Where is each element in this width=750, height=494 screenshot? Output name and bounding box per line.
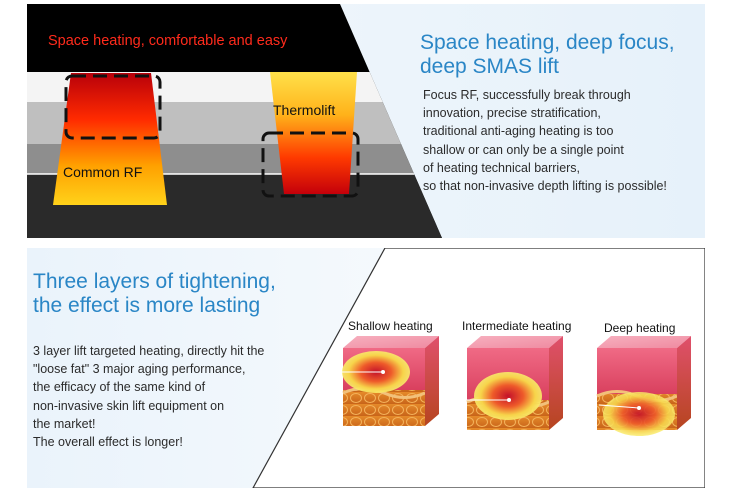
cubes-area [252, 248, 705, 488]
cube-deep [596, 336, 691, 436]
common-rf-label: Common RF [63, 164, 143, 180]
cube-label-shallow: Shallow heating [348, 319, 433, 333]
top-panel: Space heating, comfortable and easy Comm… [27, 4, 705, 238]
thermolift-label: Thermolift [273, 102, 336, 118]
bottom-panel: Three layers of tightening, the effect i… [27, 248, 705, 488]
heat-zone-deep [603, 392, 675, 436]
common-focus-box [64, 74, 162, 140]
top-heading: Space heating, deep focus, deep SMAS lif… [420, 31, 675, 78]
thermo-focus-box [261, 131, 360, 198]
cube-shallow [332, 336, 439, 426]
banner-text: Space heating, comfortable and easy [48, 33, 288, 49]
top-body: Focus RF, successfully break through inn… [423, 88, 667, 194]
cube-label-deep: Deep heating [604, 321, 676, 335]
cube-intermediate [457, 336, 563, 430]
heat-zone-intermediate [474, 372, 542, 420]
bottom-heading: Three layers of tightening, the effect i… [33, 270, 276, 317]
layer-diagram [27, 4, 442, 238]
bottom-body: 3 layer lift targeted heating, directly … [33, 344, 265, 450]
cube-label-intermediate: Intermediate heating [462, 319, 572, 333]
